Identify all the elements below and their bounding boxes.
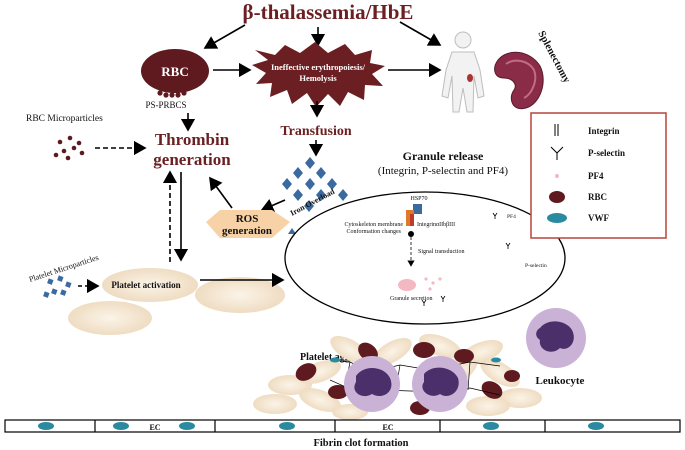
granule-secretion-label: Granule secretion	[390, 296, 432, 302]
iron-overload-icon	[282, 157, 348, 234]
rbc-label: RBC	[161, 64, 188, 79]
legend: Integrin P-selectin PF4 RBC VWF	[530, 112, 667, 239]
cytoskeleton-label-1: Cytoskeleton membrane	[345, 222, 404, 228]
leukocyte-label: Leukocyte	[536, 375, 585, 387]
platelet-cell-detail: HSP70 Cytoskeleton membrane Conformation…	[284, 191, 566, 325]
platelet-microparticles-icon	[43, 275, 72, 298]
cytoskeleton-label-2: Conformation changes	[347, 228, 402, 235]
ec-label-1: EC	[149, 423, 160, 432]
transfusion-label: Transfusion	[280, 124, 352, 139]
thrombin-label-1: Thrombin	[155, 130, 230, 149]
endothelium	[4, 419, 681, 433]
arrow-title-to-rbc	[203, 24, 246, 49]
legend-item-p-selectin: P-selectin	[588, 148, 625, 158]
hsp70-icon	[413, 204, 422, 214]
ineffective-label-1: Ineffective erythropoiesis/	[271, 62, 366, 72]
ros-generation-node: ROS generation	[206, 210, 290, 238]
integrin-icon	[554, 124, 559, 136]
legend-item-pf4: PF4	[588, 171, 604, 181]
ineffective-label-2: Hemolysis	[299, 73, 337, 83]
human-body-icon	[441, 31, 485, 113]
leukocyte-icon	[526, 308, 586, 368]
cell-p-selectin-label: P-selectin	[525, 263, 547, 269]
p-selectin-icon	[550, 146, 564, 160]
ec-label-2: EC	[382, 423, 393, 432]
legend-item-rbc: RBC	[588, 192, 607, 202]
signal-transduction-label: Signal transduction	[418, 249, 465, 255]
platelet-aggregation-label: Platelet aggregation	[300, 352, 386, 363]
pf4-icon	[555, 174, 559, 178]
granule-icon	[398, 279, 416, 291]
thrombin-label-2: generation	[153, 150, 231, 169]
rbc-microparticles-label: RBC Microparticles	[26, 114, 103, 124]
arrow-iron-to-ros	[260, 198, 286, 213]
granule-release-title: Granule release	[403, 149, 484, 163]
platelet-aggregate	[253, 333, 542, 420]
ros-label-1: ROS	[236, 213, 259, 225]
ps-prbcs-label: PS-PRBCS	[145, 100, 186, 110]
rbc-icon	[549, 191, 565, 203]
arrow-title-to-splenectomy	[399, 21, 442, 46]
ros-label-2: generation	[222, 225, 272, 237]
arrow-ros-to-thrombin	[209, 176, 233, 209]
ineffective-erythropoiesis-node: Ineffective erythropoiesis/ Hemolysis	[252, 42, 385, 107]
activated-platelets	[68, 268, 285, 335]
hsp70-label: HSP70	[410, 196, 427, 202]
legend-item-vwf: VWF	[588, 213, 609, 223]
cell-pf4-label: PF4	[507, 214, 516, 220]
vwf-icon	[547, 213, 567, 223]
diagram-title: β-thalassemia/HbE	[243, 0, 414, 24]
fibrin-clot-label: Fibrin clot formation	[313, 438, 408, 449]
platelet-microparticles-label: Platelet Microparticles	[28, 253, 100, 284]
legend-item-integrin: Integrin	[588, 126, 620, 136]
integrin-aiibb3-label: IntegrinαIIbβIII	[417, 222, 455, 228]
rbc-node: RBC	[141, 49, 209, 98]
spleen-icon	[494, 51, 544, 110]
granule-release-sub: (Integrin, P-selectin and PF4)	[378, 165, 508, 177]
platelet-activation-label: Platelet activation	[111, 280, 180, 290]
rbc-microparticles-icon	[53, 135, 85, 161]
